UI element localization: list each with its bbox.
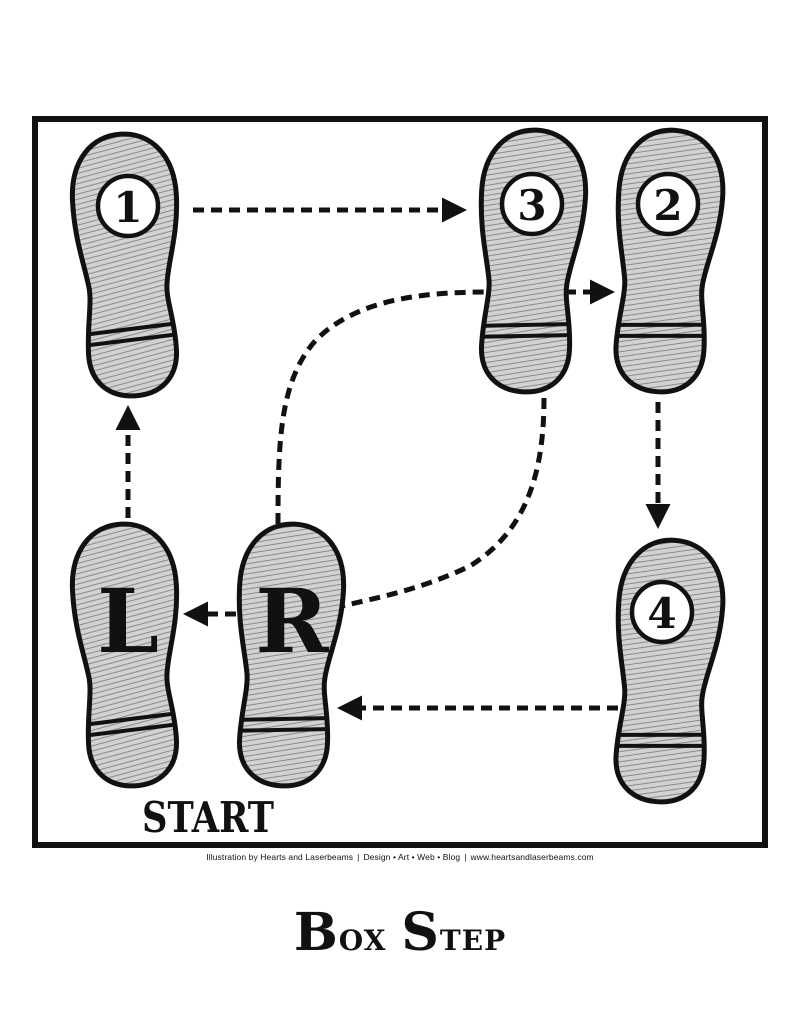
arrow-3-down-curve xyxy=(341,397,547,609)
step-1-badge: 1 xyxy=(95,173,161,239)
start-label: START xyxy=(142,793,274,842)
title-initial-s: S xyxy=(401,902,440,963)
credit-illustrator: Illustration by Hearts and Laserbeams xyxy=(206,852,354,862)
title-initial-b: B xyxy=(293,902,339,963)
step-arrows xyxy=(115,197,671,721)
step-2-badge: 2 xyxy=(635,171,701,237)
step-4-number: 4 xyxy=(647,589,676,638)
credit-website: www.heartsandlaserbeams.com xyxy=(470,852,594,862)
credit-separator: | xyxy=(357,852,360,862)
step-2-number: 2 xyxy=(653,181,682,230)
foot-step-4 xyxy=(605,537,727,806)
credit-separator: | xyxy=(464,852,467,862)
left-foot-letter: L xyxy=(97,569,159,673)
arrow-right-up-curve xyxy=(275,289,489,525)
step-4-badge: 4 xyxy=(629,579,695,645)
title-rest-tep: tep xyxy=(439,913,507,960)
step-3-badge: 3 xyxy=(499,171,565,237)
foot-step-2 xyxy=(605,127,727,396)
diagram-frame xyxy=(32,116,768,848)
title-rest-ox: ox xyxy=(338,913,387,960)
right-foot-letter: R xyxy=(255,569,329,673)
illustration-credit: Illustration by Hearts and Laserbeams|De… xyxy=(0,852,800,862)
credit-services: Design • Art • Web • Blog xyxy=(363,852,461,862)
step-3-number: 3 xyxy=(517,181,546,230)
step-1-number: 1 xyxy=(113,183,142,232)
page-title: Box Step xyxy=(0,902,800,963)
foot-step-1 xyxy=(69,131,187,398)
foot-step-3 xyxy=(471,127,589,394)
